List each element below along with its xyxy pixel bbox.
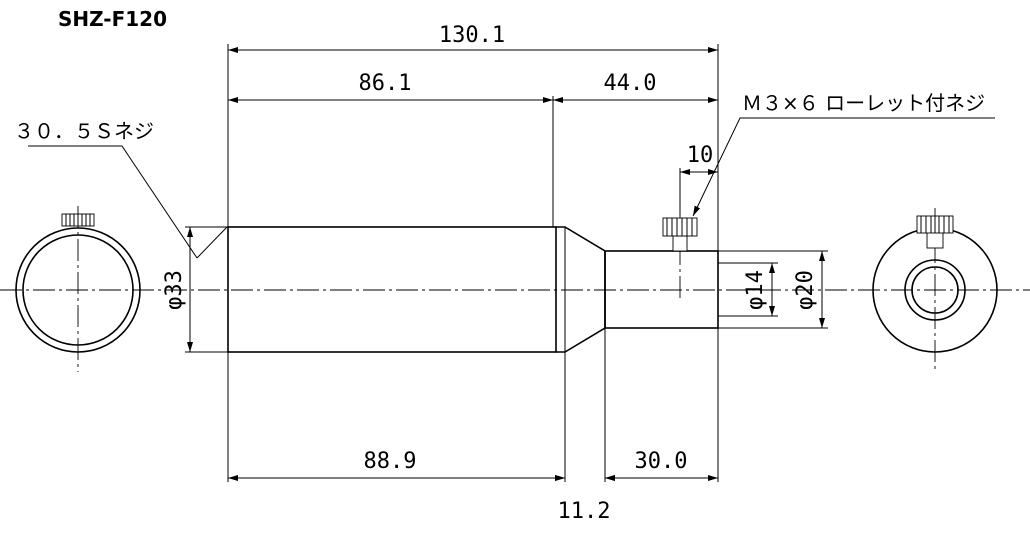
thread-chamfer-mark bbox=[196, 226, 228, 259]
dim-tip-upper: 44.0 bbox=[604, 71, 657, 96]
drawing-title: SHZ-F120 bbox=[58, 7, 167, 31]
lower-extension-lines bbox=[227, 328, 719, 482]
tip-cylinder bbox=[604, 250, 719, 329]
left-end-view bbox=[15, 206, 141, 372]
right-view-bore-circle bbox=[911, 266, 959, 314]
left-view-outer-circle bbox=[15, 227, 141, 353]
dim-body-upper: 86.1 bbox=[359, 71, 412, 96]
right-end-view bbox=[872, 208, 998, 372]
main-body-cylinder bbox=[227, 226, 557, 353]
dim-taper-length: 11.2 bbox=[558, 499, 611, 524]
dim-body-diameter: φ33 bbox=[162, 270, 187, 310]
dim-tip-lower: 30.0 bbox=[635, 449, 688, 474]
dim-overall-length: 130.1 bbox=[439, 23, 505, 48]
side-view bbox=[227, 210, 719, 353]
dim-tip-inner-diameter: φ14 bbox=[743, 270, 768, 310]
upper-extension-lines bbox=[227, 44, 719, 251]
dim-screw-offset: 10 bbox=[687, 143, 714, 168]
right-view-screw-shank bbox=[926, 231, 944, 249]
right-view-mid-circle bbox=[904, 259, 966, 321]
dim-body-lower: 88.9 bbox=[364, 449, 417, 474]
dim-tip-outer-diameter: φ20 bbox=[793, 270, 818, 310]
left-view-inner-circle bbox=[22, 234, 134, 346]
leader-knurled-screw bbox=[692, 117, 995, 217]
note-knurled-screw: Ｍ３×６ ローレット付ネジ bbox=[742, 91, 985, 115]
taper-section bbox=[556, 226, 606, 353]
side-view-screw-shank bbox=[672, 235, 688, 252]
note-thread: ３０．５Ｓネジ bbox=[14, 119, 154, 143]
leader-thread bbox=[28, 145, 198, 259]
